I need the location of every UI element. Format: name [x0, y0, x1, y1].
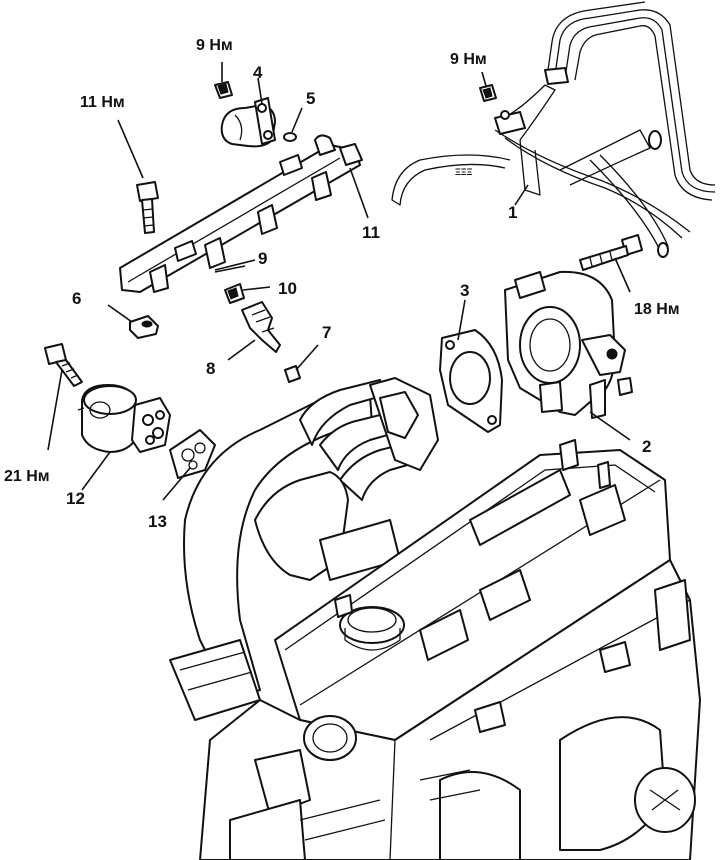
torque-pressure-regulator-bolt: 9 Нм — [196, 37, 233, 54]
callout-8: 8 — [206, 359, 215, 378]
torque-throttle-body-bolt: 18 Нм — [634, 301, 680, 318]
callout-1: 1 — [508, 203, 517, 222]
egr-valve-12 — [77, 384, 171, 453]
injector-parts — [214, 265, 301, 383]
fuel-rail — [119, 134, 363, 293]
callout-6: 6 — [72, 289, 81, 308]
insulator-6 — [129, 315, 159, 339]
callout-9: 9 — [258, 249, 267, 268]
callout-7: 7 — [322, 323, 331, 342]
vacuum-pipe-bolt — [479, 84, 497, 102]
svg-text:ΞΞΞ: ΞΞΞ — [455, 167, 473, 177]
throttle-body-bolt — [579, 234, 643, 271]
callout-12: 12 — [66, 489, 85, 508]
engine-block — [199, 559, 701, 860]
torque-vacuum-pipe-bolt: 9 Нм — [450, 51, 487, 68]
torque-fuel-rail-bolt: 11 Нм — [80, 94, 125, 111]
fuel-rail-bolt — [136, 181, 159, 234]
callout-4: 4 — [253, 63, 263, 82]
oil-filler-cap — [339, 606, 405, 644]
o-ring-5 — [283, 132, 297, 142]
vacuum-hose-assembly: ΞΞΞ — [391, 1, 716, 258]
throttle-gasket-3 — [439, 329, 503, 433]
callout-labels: 9 Нм 9 Нм 11 Нм 18 Нм 21 Нм 4 5 11 1 9 1… — [4, 37, 680, 531]
leader-lines — [47, 62, 631, 501]
throttle-body-2 — [504, 270, 633, 419]
callout-10: 10 — [278, 279, 297, 298]
callout-13: 13 — [148, 512, 167, 531]
callout-2: 2 — [642, 437, 651, 456]
egr-gasket-13 — [169, 429, 216, 479]
fuel-pressure-regulator — [214, 81, 276, 148]
intake-manifold — [169, 377, 439, 721]
torque-egr-bolt: 21 Нм — [4, 468, 50, 485]
callout-3: 3 — [460, 281, 469, 300]
callout-11: 11 — [362, 223, 380, 242]
egr-bolt — [44, 343, 83, 387]
callout-5: 5 — [306, 89, 315, 108]
valve-cover — [274, 439, 671, 741]
